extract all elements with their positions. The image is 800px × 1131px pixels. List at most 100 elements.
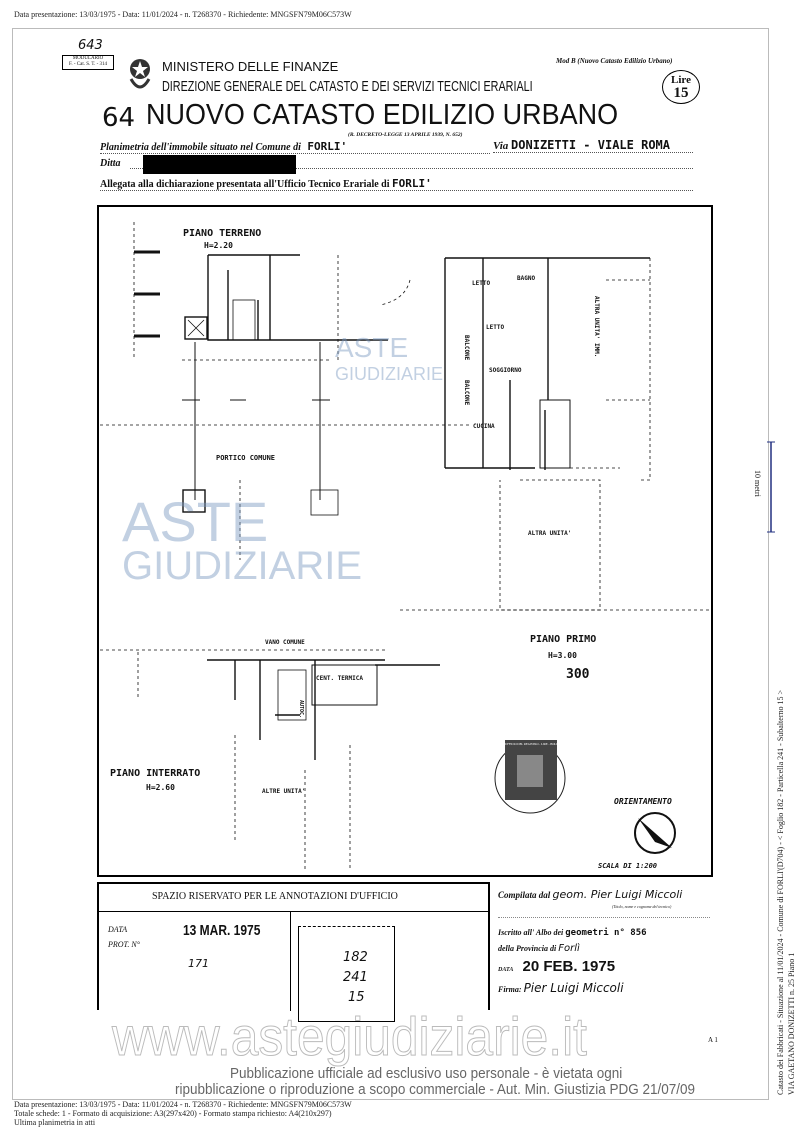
office-prot-number: 171 (188, 957, 209, 970)
albo-value: geometri n° 856 (565, 928, 647, 938)
publication-notice-1: Pubblicazione ufficiale ad esclusivo uso… (230, 1065, 623, 1082)
office-data-label: DATA (108, 925, 128, 934)
watermark-url: www.astegiudiziarie.it (112, 1007, 588, 1067)
ditta-line (130, 168, 693, 169)
subalterno-value: 15 (348, 990, 365, 1005)
compiler-hint: (Titolo, nome e cognome del tecnico) (612, 904, 672, 909)
albo-field: Iscritto all' Albo dei geometri n° 856 (498, 927, 647, 939)
albo-label: Iscritto all' Albo dei (498, 928, 564, 937)
room-label: LETTO (472, 280, 490, 287)
ministry-name: MINISTERO DELLE FINANZE (162, 59, 339, 74)
publication-notice-2: ripubblicazione o riproduzione a scopo c… (175, 1081, 696, 1098)
lire-value: 15 (673, 85, 689, 101)
office-date-stamp: 13 MAR. 1975 (183, 922, 261, 939)
planimetria-label: Planimetria dell'immobile situato nel Co… (100, 142, 301, 153)
compiler-date-label: DATA (498, 967, 514, 973)
room-label: BALCONE (463, 380, 470, 406)
allegata-label: Allegata alla dichiarazione presentata a… (100, 179, 390, 190)
via-label: Via (493, 140, 509, 152)
direction-name: DIREZIONE GENERALE DEL CATASTO E DEI SER… (162, 78, 533, 95)
basement-height: H=2.60 (146, 783, 175, 792)
provincia-value: Forlì (558, 943, 580, 954)
first-floor-handwritten: 300 (566, 667, 590, 682)
orientation-label: ORIENTAMENTO (614, 797, 672, 806)
watermark-brand-giudiziarie: GIUDIZIARIE (122, 544, 363, 588)
top-metadata: Data presentazione: 13/03/1975 - Data: 1… (14, 10, 352, 19)
watermark-brand: ASTE GIUDIZIARIE (122, 490, 363, 589)
model-label: Mod B (Nuovo Catasto Edilizio Urbano) (556, 57, 673, 65)
lire-stamp: Lire 15 (662, 70, 700, 104)
handwritten-number: 64 (102, 103, 136, 133)
italian-emblem-icon (128, 55, 152, 93)
particella-value: 241 (343, 970, 368, 985)
room-label: CUCINA (473, 423, 495, 430)
room-label: BALCONE (463, 335, 470, 361)
watermark-brand: ASTE GIUDIZIARIE (335, 332, 444, 387)
office-annotations-box (97, 882, 490, 1010)
page-ref: A 1 (708, 1036, 718, 1044)
room-label: LETTO (486, 324, 504, 331)
office-prot-label: PROT. N° (108, 940, 140, 949)
firma-label: Firma: (498, 985, 522, 994)
room-label: BAGNO (517, 275, 535, 282)
cadastral-ref-box (298, 926, 395, 1022)
first-floor-height: H=3.00 (548, 651, 577, 660)
planimetria-field: Planimetria dell'immobile situato nel Co… (100, 140, 490, 154)
provincia-label: della Provincia di (498, 944, 557, 953)
side-address: VIA GAETANO DONIZETTI n. 25 Piano 1 (787, 952, 796, 1095)
basement-label: PIANO INTERRATO (110, 768, 200, 779)
first-floor-label: PIANO PRIMO (530, 634, 596, 645)
footer-line-3: Ultima planimetria in atti (14, 1118, 96, 1127)
document-title: NUOVO CATASTO EDILIZIO URBANO (146, 99, 619, 131)
compiler-date: 20 FEB. 1975 (522, 958, 616, 975)
footer-line-1: Data presentazione: 13/03/1975 - Data: 1… (14, 1100, 352, 1109)
side-cadastral-info: Catasto dei Fabbricati - Situazione al 1… (776, 690, 785, 1095)
lire-label: Lire (671, 74, 691, 86)
altre-unita-label: ALTRE UNITA' (262, 788, 305, 795)
firma-field: Firma: Pier Luigi Miccoli (498, 981, 624, 997)
via-value: DONIZETTI - VIALE ROMA (511, 138, 670, 152)
compiler-field: Compilata dal geom. Pier Luigi Miccoli (498, 888, 682, 902)
drawing-frame (97, 205, 713, 877)
office-divider (290, 911, 291, 1011)
ground-floor-height: H=2.20 (204, 241, 233, 250)
footer-line-2: Totale schede: 1 - Formato di acquisizio… (14, 1109, 332, 1118)
compiler-date-field: DATA 20 FEB. 1975 (498, 958, 615, 979)
modulario-code: F. - Cat. S. T. - 314 (68, 62, 108, 67)
portico-label: PORTICO COMUNE (216, 454, 275, 462)
office-annotations-header (97, 882, 490, 912)
compiler-name: geom. Pier Luigi Miccoli (552, 888, 683, 901)
comune-value: FORLI' (307, 140, 348, 153)
ditta-label: Ditta (100, 158, 121, 169)
watermark-brand-giudiziarie: GIUDIZIARIE (335, 364, 444, 384)
north-arrow-icon (634, 812, 676, 854)
room-label: ALTRA UNITA' IMM. (593, 296, 600, 357)
via-field: Via DONIZETTI - VIALE ROMA (493, 138, 693, 153)
ditta-redaction (143, 155, 296, 174)
room-label: SOGGIORNO (489, 367, 522, 374)
handwritten-ref: 643 (78, 38, 103, 53)
page-border (12, 28, 769, 1100)
cent-termica-label: CENT. TERMICA (316, 675, 363, 682)
autoclave-label: AUTOC. (298, 700, 304, 718)
watermark-brand-aste: ASTE (335, 332, 409, 363)
scale-label: SCALA DI 1:200 (598, 862, 657, 870)
room-label: ALTRA UNITA' (528, 530, 571, 537)
allegata-field: Allegata alla dichiarazione presentata a… (100, 177, 693, 191)
office-annotations-title: SPAZIO RISERVATO PER LE ANNOTAZIONI D'UF… (152, 891, 398, 902)
vano-comune-label: VANO COMUNE (265, 639, 305, 646)
modulario-label: MODULARIO (72, 56, 104, 61)
scale-bar-label: 10 metri (753, 470, 762, 497)
revenue-stamp-icon (494, 740, 566, 814)
watermark-brand-aste: ASTE (122, 490, 269, 553)
decree-reference: (R. DECRETO-LEGGE 13 APRILE 1939, N. 652… (348, 132, 463, 138)
provincia-field: della Provincia di Forlì (498, 942, 580, 955)
compiler-dotted-line (498, 917, 710, 918)
modulario-box: MODULARIO F. - Cat. S. T. - 314 (62, 55, 114, 70)
scale-bar (767, 441, 775, 533)
foglio-value: 182 (343, 950, 368, 965)
ground-floor-label: PIANO TERRENO (183, 228, 261, 239)
compilata-label: Compilata dal (498, 890, 551, 900)
ufficio-value: FORLI' (392, 177, 432, 190)
